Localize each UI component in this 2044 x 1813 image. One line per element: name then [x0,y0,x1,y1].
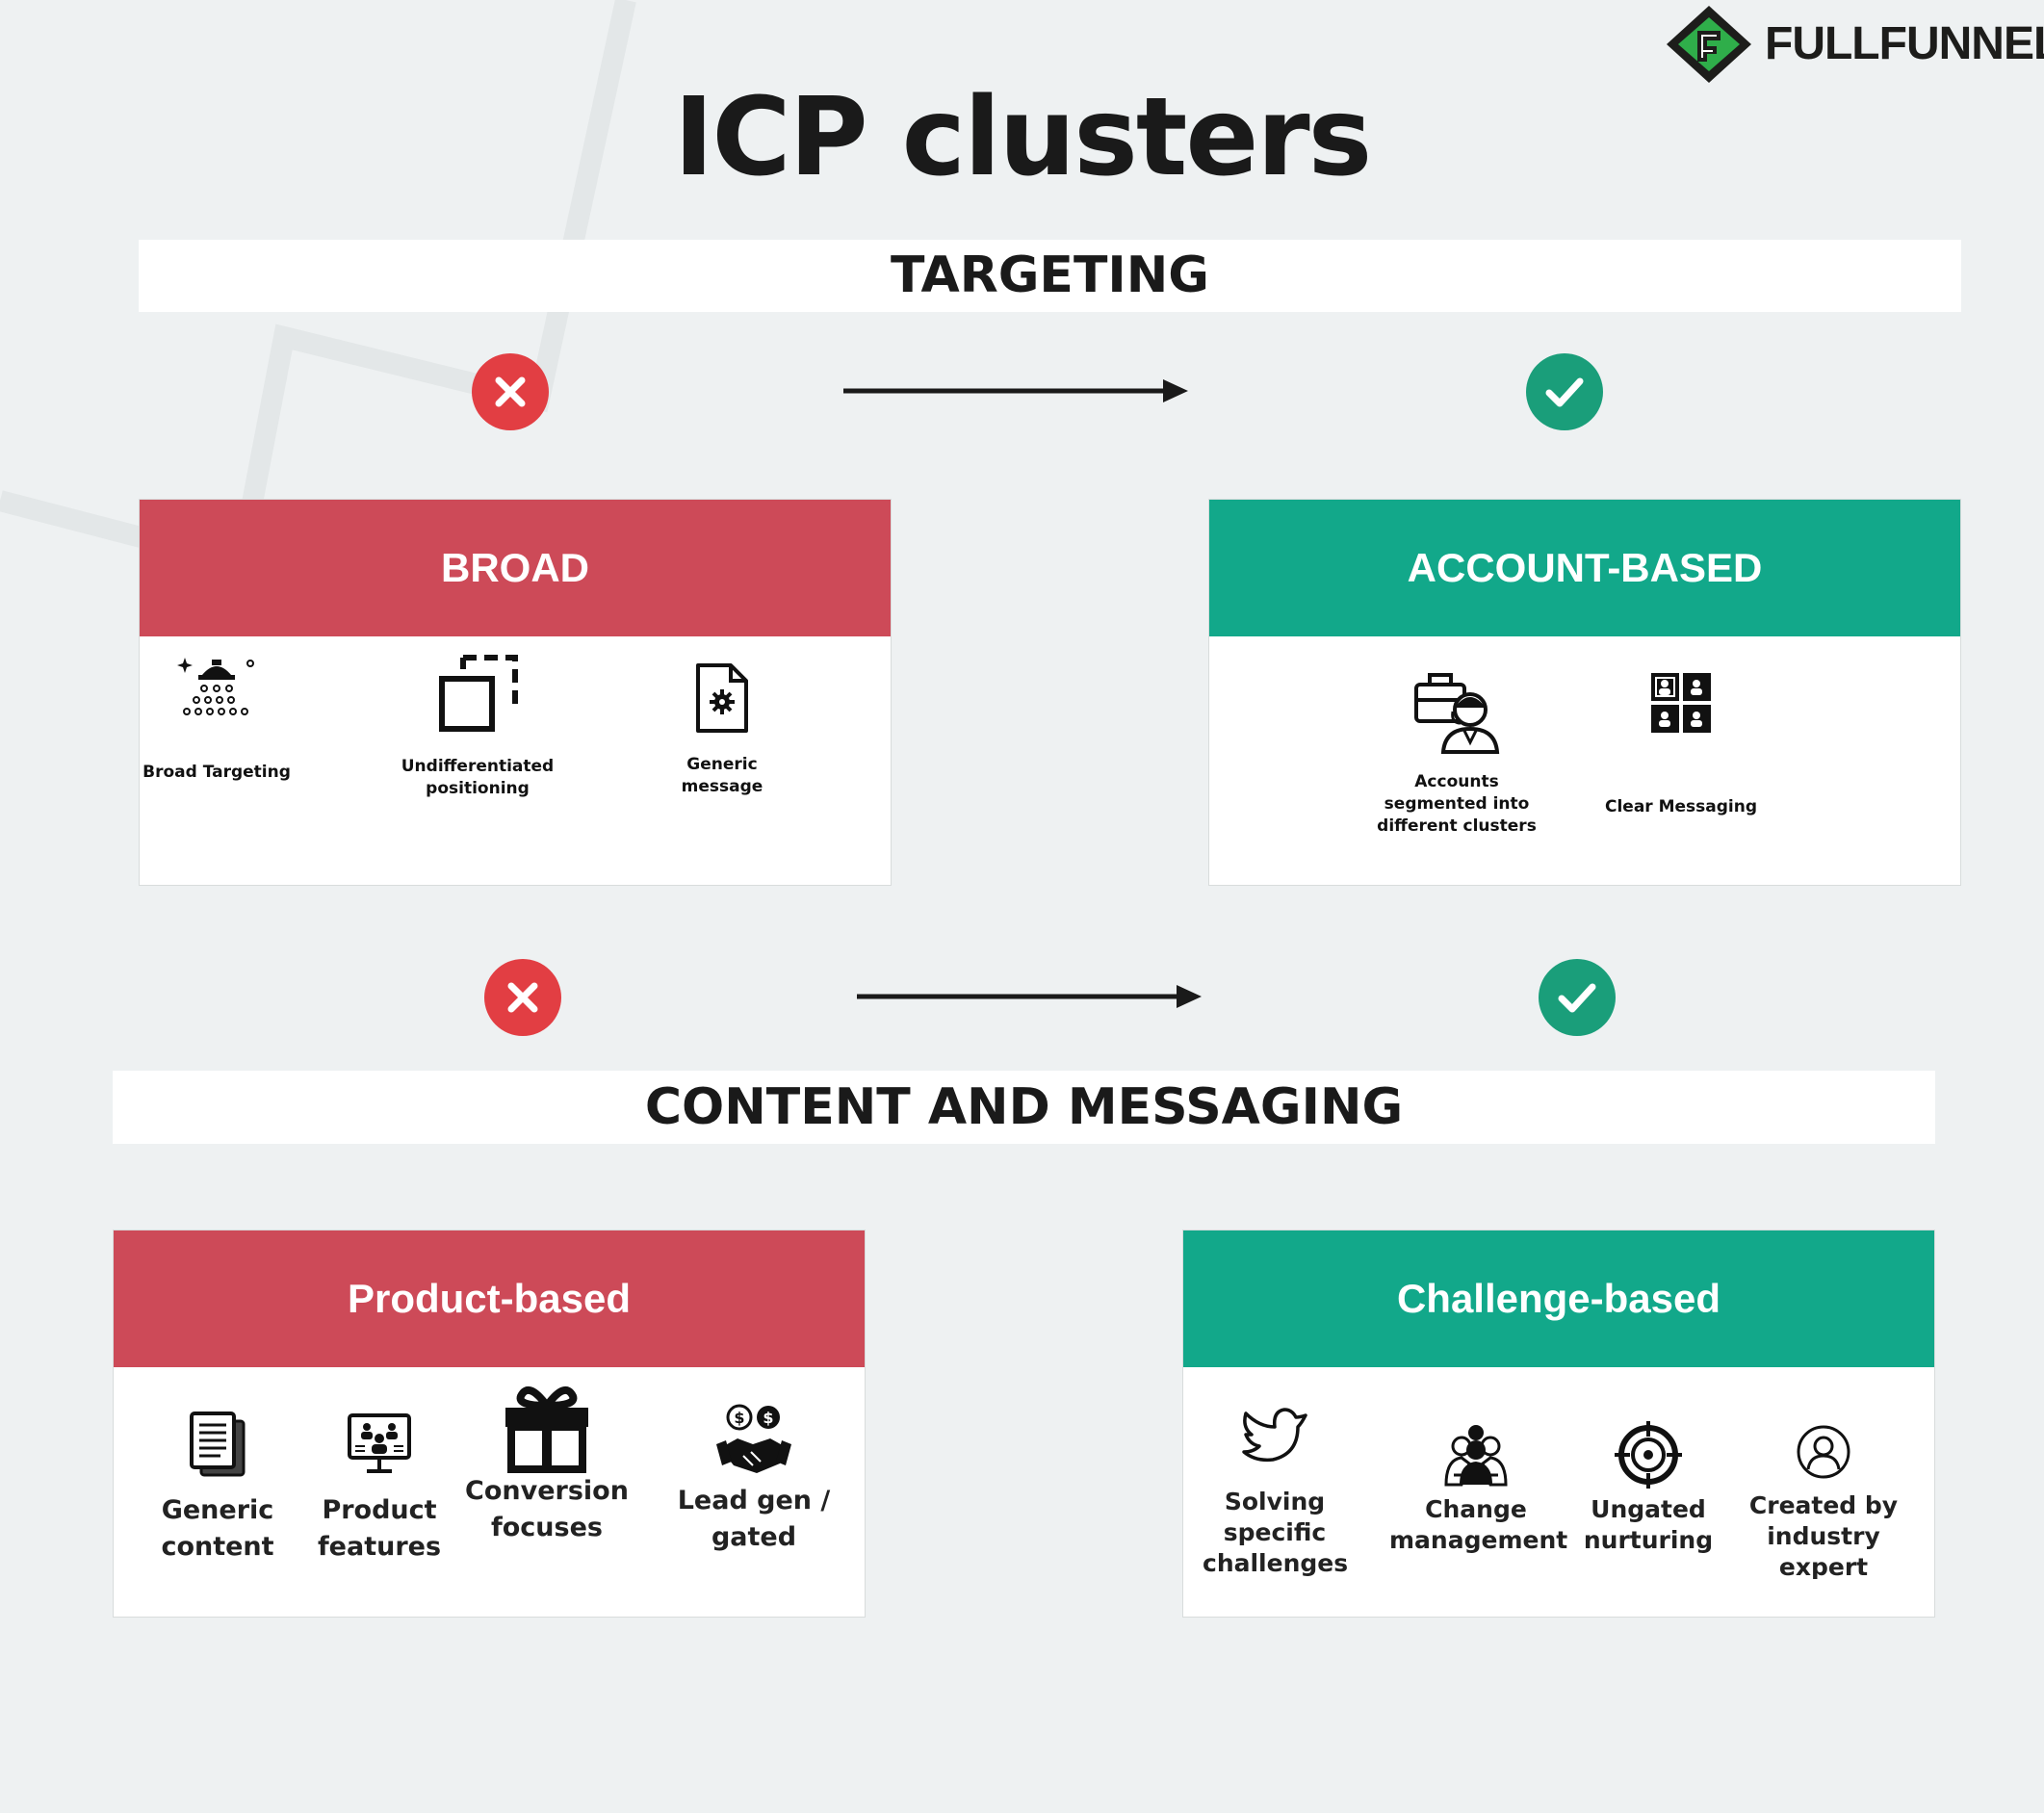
user-grid-icon [1651,673,1711,733]
card-product-based-title: Product-based [114,1230,865,1367]
shower-icon [177,658,254,715]
item-label: Ungated nurturing [1583,1495,1714,1554]
card-product-based: Product-based Generic content Product fe… [113,1230,866,1618]
item-accounts-segmented: Accounts segmented into different cluste… [1375,669,1539,838]
arrow-right-icon [857,985,1202,1008]
user-circle-icon [1797,1425,1850,1479]
item-label: Lead gen / gated [677,1486,831,1552]
check-icon [1539,959,1616,1036]
bird-icon [1242,1408,1307,1463]
item-clear-messaging: Clear Messaging [1594,671,1768,818]
monitor-users-icon [348,1413,411,1473]
check-icon [1526,353,1603,430]
item-label: Conversion focuses [465,1476,629,1542]
section-targeting-title: TARGETING [139,240,1961,312]
item-broad-targeting: Broad Targeting [140,652,294,784]
card-challenge-based-title: Challenge-based [1183,1230,1934,1367]
card-account-based: ACCOUNT-BASED Accounts segmented into di… [1208,499,1961,886]
item-lead-gen-gated: $ $ Lead gen / gated [662,1402,845,1556]
item-label: Solving specific challenges [1203,1488,1349,1577]
item-label: Product features [317,1495,442,1562]
item-ungated-nurturing: Ungated nurturing [1576,1421,1721,1556]
section-content-title: CONTENT AND MESSAGING [113,1071,1935,1144]
item-label: Broad Targeting [142,763,291,782]
arrow-right-icon [843,379,1188,402]
brand-logo: FULLFUNNEL [1661,0,2044,89]
item-product-features: Product features [304,1410,454,1566]
item-label: Generic message [681,755,763,796]
handshake-dollar-icon: $ $ [716,1404,791,1473]
target-icon [1615,1421,1682,1489]
item-label: Accounts segmented into different cluste… [1377,772,1537,836]
item-created-by-industry-expert: Created by industry expert [1742,1423,1905,1579]
svg-text:$: $ [734,1409,744,1427]
team-icon [1444,1425,1508,1487]
item-solving-specific-challenges: Solving specific challenges [1203,1406,1349,1579]
cross-icon [472,353,549,430]
item-label: Change management [1389,1495,1568,1554]
brand-name: FULLFUNNEL [1765,18,2044,69]
item-generic-content: Generic content [142,1410,293,1566]
svg-text:$: $ [763,1409,773,1427]
gift-icon [505,1386,588,1473]
item-label: Clear Messaging [1604,797,1758,816]
agent-briefcase-icon [1414,673,1500,754]
documents-icon [190,1412,246,1477]
item-label: Created by industry expert [1748,1491,1899,1579]
item-generic-message: Generic message [645,661,799,798]
page-title: ICP clusters [673,75,1373,200]
cross-icon [484,959,561,1036]
card-broad: BROAD Broad Targeting Undifferentiated p… [139,499,892,886]
item-change-management: Change management [1389,1421,1568,1556]
fullfunnel-logo-icon [1667,6,1751,83]
document-gear-icon [696,663,748,733]
overlap-squares-icon [439,655,518,732]
card-broad-title: BROAD [140,500,891,636]
card-account-based-title: ACCOUNT-BASED [1209,500,1960,636]
item-label: Generic content [161,1495,274,1562]
item-conversion-focuses: Conversion focuses [456,1383,637,1546]
item-undifferentiated-positioning: Undifferentiated positioning [396,652,559,800]
card-challenge-based: Challenge-based Solving specific challen… [1182,1230,1935,1618]
item-label: Undifferentiated positioning [401,757,555,798]
